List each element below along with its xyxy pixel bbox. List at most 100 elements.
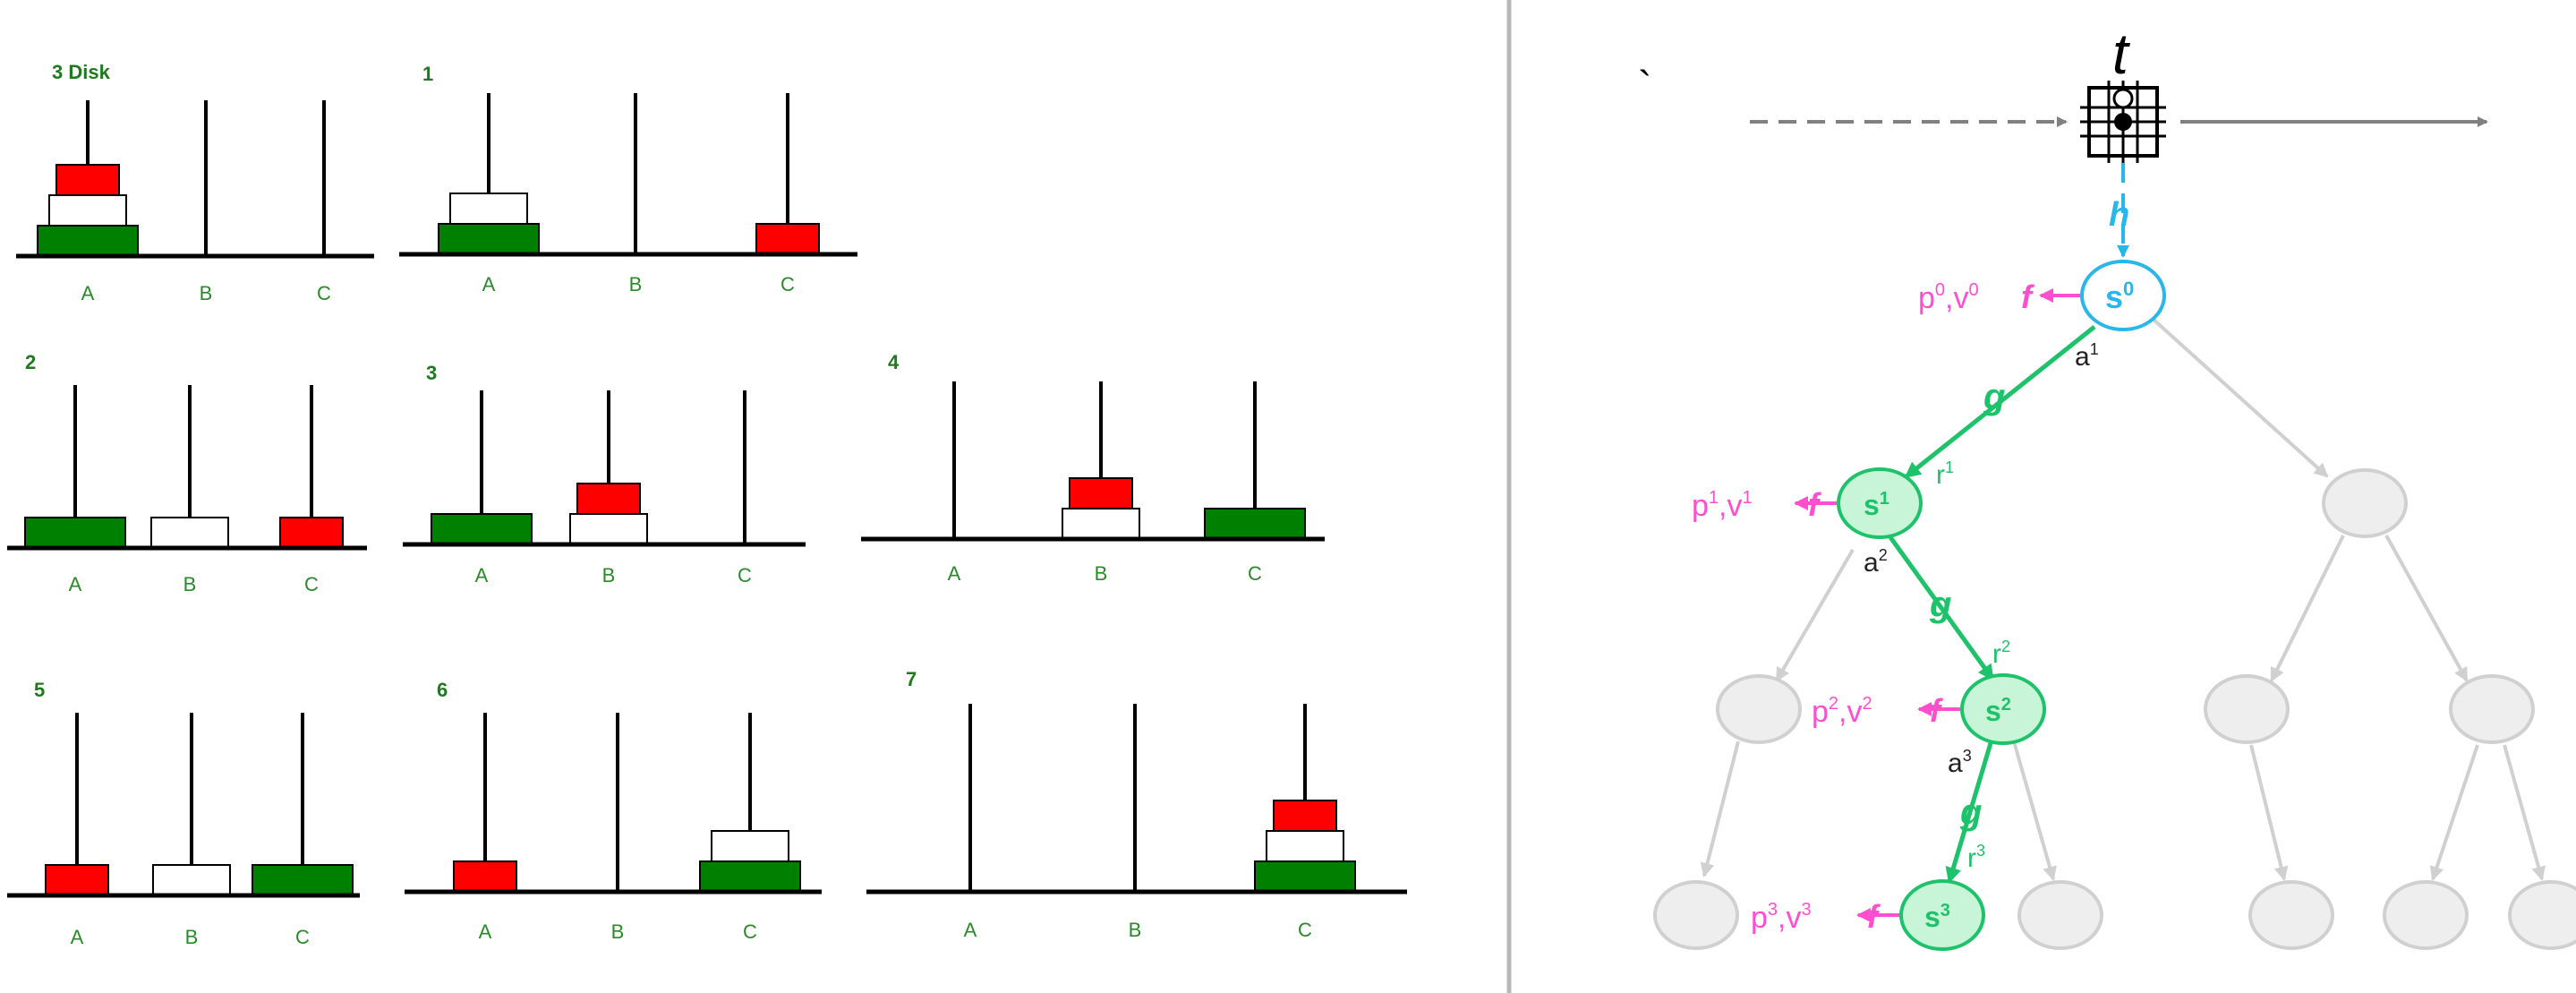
hanoi-peg-label: A bbox=[948, 562, 961, 585]
stray-mark: ` bbox=[1638, 63, 1651, 109]
hanoi-panel-title: 5 bbox=[34, 679, 45, 701]
hanoi-peg-label: C bbox=[780, 273, 795, 295]
hanoi-disk-green bbox=[24, 517, 126, 549]
action-label-2: a2 bbox=[1864, 546, 1888, 578]
svg-text:s2: s2 bbox=[1985, 695, 2011, 727]
hanoi-peg-label: A bbox=[69, 573, 82, 595]
tree-node-empty bbox=[1716, 674, 1802, 744]
hanoi-peg-label: C bbox=[1298, 919, 1312, 941]
hanoi-panel-title: 2 bbox=[25, 351, 36, 373]
svg-text:f: f bbox=[1867, 898, 1881, 935]
hanoi-peg-label: A bbox=[964, 919, 977, 941]
hanoi-panel-title: 6 bbox=[437, 679, 448, 701]
reward-label-1: r1 bbox=[1936, 458, 1954, 490]
g-arrow-1 bbox=[1904, 325, 2096, 478]
hanoi-disk-white bbox=[711, 830, 789, 862]
hanoi-peg-label: B bbox=[1095, 562, 1108, 585]
active-edges bbox=[1888, 325, 2096, 884]
hanoi-panel-5: 5A B C bbox=[7, 679, 360, 948]
tree-node-empty bbox=[2248, 880, 2334, 950]
g-label-2: g bbox=[1929, 585, 1951, 624]
hanoi-panel-title: 3 Disk bbox=[52, 61, 111, 83]
hanoi-peg-label: B bbox=[629, 273, 643, 295]
hanoi-disk-red bbox=[1069, 477, 1133, 509]
tree-node-empty bbox=[2017, 880, 2103, 950]
hanoi-disk-green bbox=[431, 513, 533, 545]
hanoi-disk-white bbox=[152, 864, 231, 896]
svg-text:f: f bbox=[1808, 486, 1821, 523]
inactive-edges bbox=[1700, 317, 2546, 881]
svg-text:p1,v1: p1,v1 bbox=[1692, 488, 1753, 523]
hanoi-disk-green bbox=[1204, 508, 1306, 540]
hanoi-panel-title: 4 bbox=[888, 351, 900, 373]
hanoi-disk-green bbox=[37, 225, 139, 257]
timestep-label: t bbox=[2112, 21, 2130, 86]
reward-label-3: r3 bbox=[1967, 842, 1985, 873]
tree-node-empty bbox=[2322, 468, 2408, 538]
svg-text:s3: s3 bbox=[1924, 901, 1950, 933]
g-label-3: g bbox=[1959, 792, 1982, 832]
hanoi-peg-label: A bbox=[475, 564, 489, 586]
tree-node-empty bbox=[2383, 880, 2469, 950]
hanoi-panel-title: 7 bbox=[906, 668, 917, 690]
svg-text:p0,v0: p0,v0 bbox=[1918, 280, 1979, 315]
svg-text:f: f bbox=[1930, 692, 1943, 729]
hanoi-disk-green bbox=[1254, 860, 1356, 893]
reward-label-2: r2 bbox=[1992, 638, 2010, 669]
hanoi-panel-title: 3 bbox=[426, 362, 437, 384]
hanoi-panel-1: 1A B C bbox=[399, 63, 857, 295]
hanoi-peg-label: C bbox=[738, 564, 752, 586]
hanoi-disk-white bbox=[1266, 830, 1344, 862]
action-label-3: a3 bbox=[1948, 747, 1972, 778]
hanoi-disk-green bbox=[252, 864, 354, 896]
hanoi-disk-red bbox=[45, 864, 109, 896]
hanoi-panel-7: 7A B C bbox=[866, 668, 1407, 941]
hanoi-peg-label: C bbox=[295, 926, 310, 948]
hanoi-panel-title: 1 bbox=[422, 63, 433, 85]
svg-text:p2,v2: p2,v2 bbox=[1812, 694, 1872, 729]
hanoi-disk-white bbox=[150, 517, 229, 549]
hanoi-peg-label: A bbox=[482, 273, 496, 295]
hanoi-panel-3: 3A B C bbox=[403, 362, 806, 586]
hanoi-disk-red bbox=[1273, 800, 1337, 832]
hanoi-disk-red bbox=[453, 860, 517, 893]
hanoi-disk-white bbox=[48, 194, 127, 227]
hanoi-peg-label: A bbox=[71, 926, 84, 948]
svg-text:f: f bbox=[2021, 278, 2034, 315]
tree-node-s0: s0 bbox=[2080, 260, 2166, 331]
f-output-3: f p3,v3 bbox=[1751, 898, 1899, 935]
g-label-1: g bbox=[1983, 377, 2005, 416]
hanoi-peg-label: B bbox=[602, 564, 616, 586]
h-label: h bbox=[2109, 196, 2129, 234]
action-label-1: a1 bbox=[2075, 340, 2099, 372]
hanoi-disk-red bbox=[55, 164, 120, 196]
hanoi-peg-label: B bbox=[1129, 919, 1142, 941]
tree-node-empty bbox=[2449, 674, 2535, 744]
tree-node-empty bbox=[2508, 880, 2576, 950]
tree-node-empty bbox=[1653, 880, 1739, 950]
hanoi-disk-red bbox=[576, 483, 641, 515]
tree-node-s1: s1 bbox=[1837, 467, 1923, 539]
hanoi-disk-white bbox=[449, 193, 528, 225]
hanoi-peg-label: B bbox=[200, 282, 213, 304]
hanoi-peg-label: C bbox=[1248, 562, 1262, 585]
hanoi-peg-label: B bbox=[611, 920, 625, 943]
tree-node-s3: s3 bbox=[1899, 879, 1985, 951]
f-output-1: f p1,v1 bbox=[1692, 486, 1837, 523]
f-output-2: f p2,v2 bbox=[1812, 692, 1960, 729]
hanoi-panel-4: 4A B C bbox=[861, 351, 1325, 585]
hanoi-disk-green bbox=[699, 860, 801, 893]
tree-node-s2: s2 bbox=[1960, 673, 2046, 745]
hanoi-peg-label: A bbox=[479, 920, 492, 943]
hanoi-disk-white bbox=[569, 513, 648, 545]
svg-text:s0: s0 bbox=[2105, 278, 2134, 315]
svg-text:s1: s1 bbox=[1864, 489, 1889, 521]
hanoi-disk-green bbox=[438, 223, 540, 255]
inactive-nodes bbox=[1653, 468, 2576, 950]
hanoi-peg-label: B bbox=[185, 926, 199, 948]
hanoi-disk-white bbox=[1062, 508, 1140, 540]
hanoi-peg-label: A bbox=[81, 282, 95, 304]
